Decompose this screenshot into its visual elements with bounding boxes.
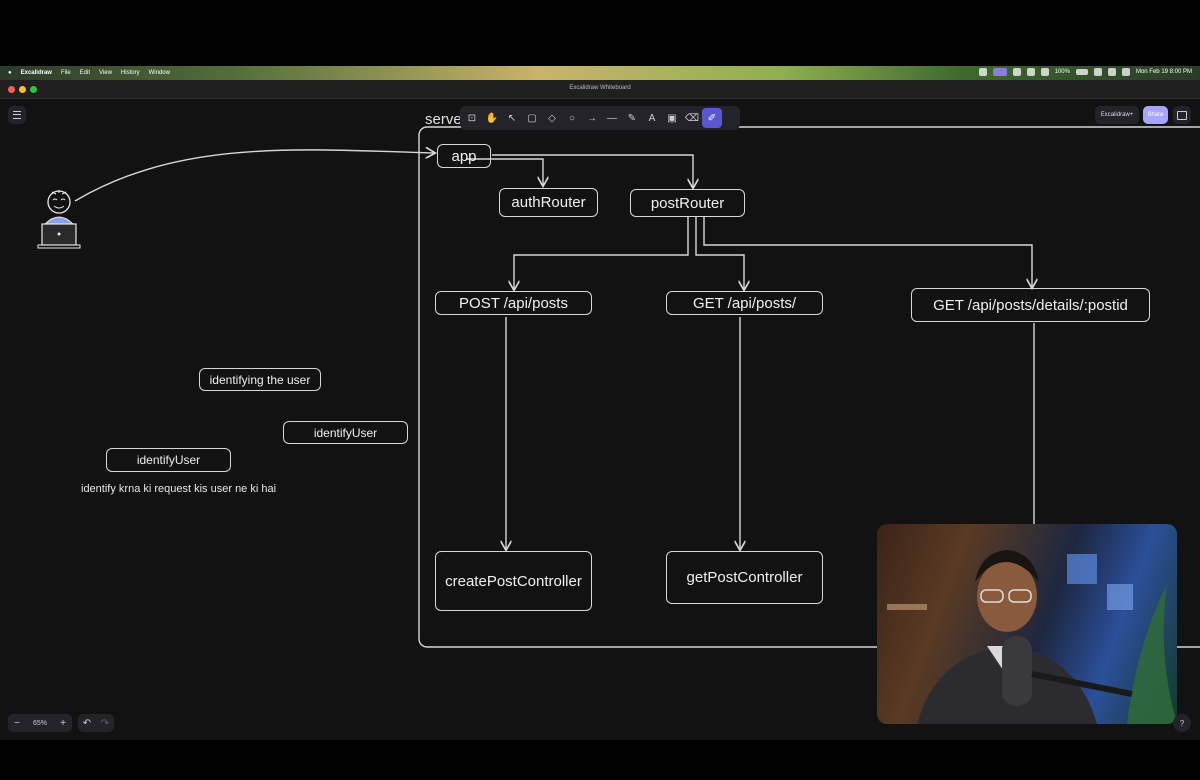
arrow-postrouter-to-details <box>703 217 1032 287</box>
presenter-figure <box>887 550 1177 724</box>
zoom-level[interactable]: 65% <box>32 719 47 727</box>
share-button[interactable]: Share <box>1143 106 1168 124</box>
lock-icon[interactable]: ⊡ <box>467 112 477 124</box>
node-post-api-posts[interactable]: POST /api/posts <box>435 291 592 315</box>
undo-button[interactable]: ↶ <box>82 717 92 729</box>
eraser-icon[interactable]: ⌫ <box>684 112 700 124</box>
pencil-icon[interactable]: ✎ <box>627 112 637 124</box>
node-create-post-controller[interactable]: createPostController <box>435 551 592 611</box>
window-title: Excalidraw Whiteboard <box>569 85 631 91</box>
arrow-app-to-authrouter <box>466 158 543 185</box>
node-identify-user-left[interactable]: identifyUser <box>106 448 231 472</box>
sidebar-toggle-button[interactable] <box>1173 106 1191 124</box>
battery-percent: 100% <box>1054 69 1070 75</box>
menu-datetime: Mon Feb 19 8:00 PM <box>1135 69 1192 75</box>
text-icon[interactable]: A <box>648 112 656 124</box>
server-frame <box>418 126 1200 648</box>
node-get-post-details[interactable]: GET /api/posts/details/:postid <box>911 288 1150 322</box>
diamond-icon[interactable]: ◇ <box>548 112 556 124</box>
selection-icon[interactable]: ↖ <box>507 112 517 124</box>
close-window-button[interactable] <box>8 86 15 93</box>
macos-menu-bar: ● Excalidraw File Edit View History Wind… <box>0 66 1200 80</box>
redo-button[interactable]: ↷ <box>100 717 110 729</box>
undo-redo-controls: ↶ ↷ <box>78 714 114 732</box>
ellipse-icon[interactable]: ○ <box>568 112 576 124</box>
zoom-window-button[interactable] <box>30 86 37 93</box>
window-title-bar: Excalidraw Whiteboard <box>0 80 1200 99</box>
node-app[interactable]: app <box>437 144 491 168</box>
status-app-icon[interactable] <box>978 68 987 76</box>
whiteboard-canvas[interactable]: serve ⊡ ✋ ↖ ▢ ◇ ○ → — ✎ A ▣ ⌫ ✐ Excalidr… <box>0 99 1200 740</box>
menu-history[interactable]: History <box>120 70 140 76</box>
hand-icon[interactable]: ✋ <box>485 112 499 124</box>
node-auth-router[interactable]: authRouter <box>499 188 598 217</box>
node-post-router[interactable]: postRouter <box>630 189 745 217</box>
hamburger-icon <box>13 111 21 119</box>
arrow-postrouter-to-post <box>514 217 689 289</box>
connector-layer <box>74 126 1200 648</box>
laser-icon[interactable]: ✐ <box>702 108 722 128</box>
search-icon[interactable] <box>1107 68 1116 76</box>
menu-app-name[interactable]: Excalidraw <box>20 70 52 76</box>
frame-label: serve <box>425 111 462 128</box>
zoom-in-button[interactable]: + <box>60 717 66 729</box>
node-identify-user-right[interactable]: identifyUser <box>283 421 408 444</box>
cloud-icon[interactable] <box>1012 68 1021 76</box>
arrow-postrouter-to-get <box>695 217 744 289</box>
node-identifying-the-user[interactable]: identifying the user <box>199 368 321 391</box>
minimize-window-button[interactable] <box>19 86 26 93</box>
menu-view[interactable]: View <box>99 70 112 76</box>
node-get-post-controller[interactable]: getPostController <box>666 551 823 604</box>
main-menu-button[interactable] <box>8 106 26 124</box>
arrow-icon[interactable]: → <box>587 112 597 124</box>
image-icon[interactable]: ▣ <box>667 112 677 124</box>
apple-icon[interactable]: ● <box>8 70 12 76</box>
wifi-icon[interactable] <box>1093 68 1102 76</box>
arrow-user-to-app <box>74 150 434 202</box>
user-laptop-icon <box>37 190 81 249</box>
excalidraw-plus-button[interactable]: Excalidraw+ <box>1095 106 1139 124</box>
note-text[interactable]: identify krna ki request kis user ne ki … <box>81 483 277 495</box>
sidebar-icon <box>1177 110 1187 120</box>
menu-edit[interactable]: Edit <box>79 70 90 76</box>
menu-window[interactable]: Window <box>148 70 170 76</box>
screen-record-icon[interactable] <box>992 68 1007 76</box>
node-get-api-posts[interactable]: GET /api/posts/ <box>666 291 823 315</box>
control-center-icon[interactable] <box>1121 68 1130 76</box>
display-icon[interactable] <box>1026 68 1035 76</box>
battery-icon[interactable] <box>1075 69 1088 75</box>
zoom-out-button[interactable]: − <box>14 717 20 729</box>
line-icon[interactable]: — <box>607 112 617 124</box>
tool-bar: ⊡ ✋ ↖ ▢ ◇ ○ → — ✎ A ▣ ⌫ ✐ <box>460 106 740 130</box>
webcam-overlay <box>877 524 1177 724</box>
help-button[interactable]: ? <box>1173 714 1191 732</box>
zoom-controls: − 65% + <box>8 714 72 732</box>
bluetooth-icon[interactable] <box>1040 68 1049 76</box>
rectangle-icon[interactable]: ▢ <box>527 112 537 124</box>
menu-file[interactable]: File <box>60 70 71 76</box>
arrow-app-to-postrouter <box>492 154 693 187</box>
